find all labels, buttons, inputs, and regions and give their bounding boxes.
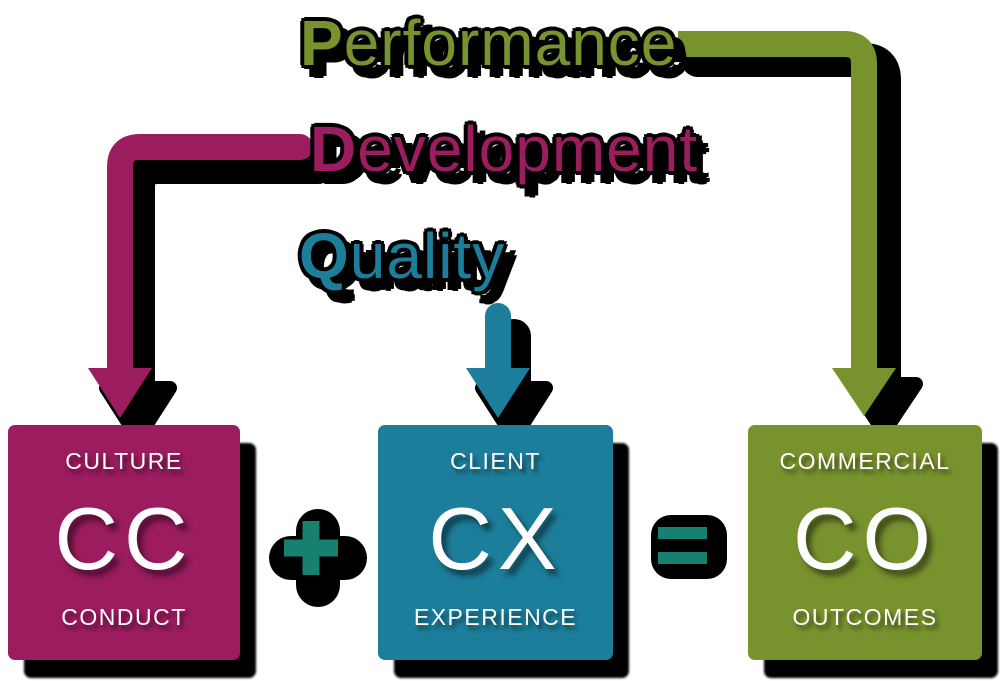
equals-icon-shadow — [651, 515, 727, 579]
box-commercial-code: CO — [793, 489, 937, 588]
box-culture-top-label: CULTURE — [65, 448, 183, 474]
heading-performance-lead: P — [300, 7, 344, 79]
box-client-top-label: CLIENT — [450, 448, 541, 474]
box-commercial-bottom-label: OUTCOMES — [792, 604, 938, 630]
performance-arrow — [678, 31, 896, 416]
heading-performance: Performance — [300, 11, 677, 75]
quality-arrow — [466, 303, 530, 418]
box-culture-bottom-label: CONDUCT — [61, 604, 187, 630]
heading-quality: Quality — [299, 224, 505, 288]
plus-icon — [284, 521, 338, 575]
box-commercial-top-label: COMMERCIAL — [779, 448, 951, 474]
box-culture-code: CC — [54, 489, 194, 588]
heading-quality-rest: uality — [349, 220, 506, 292]
heading-development-lead: D — [310, 113, 358, 185]
box-commercial-outcomes: COMMERCIAL CO OUTCOMES — [748, 425, 982, 660]
box-client-bottom-label: EXPERIENCE — [413, 604, 578, 630]
box-client-code: CX — [428, 489, 563, 588]
box-culture-conduct: CULTURE CC CONDUCT — [8, 425, 240, 660]
heading-performance-rest: erformance — [343, 7, 678, 79]
equals-icon — [658, 527, 707, 564]
heading-quality-lead: Q — [299, 220, 350, 292]
heading-development: Development — [310, 117, 698, 181]
development-arrow — [88, 134, 313, 418]
heading-development-rest: evelopment — [357, 113, 699, 185]
box-client-experience: CLIENT CX EXPERIENCE — [378, 425, 613, 660]
development-arrow-shadow — [99, 150, 335, 445]
